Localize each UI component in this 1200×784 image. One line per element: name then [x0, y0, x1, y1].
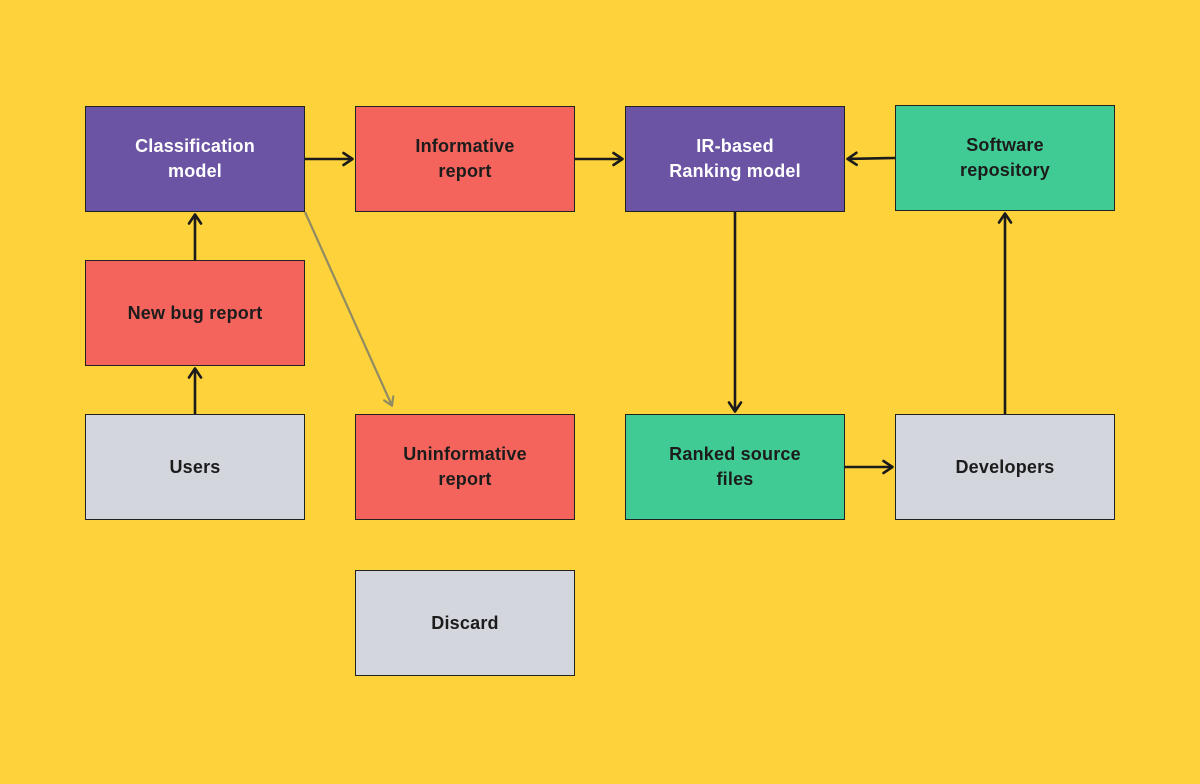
edge-classification-model-to-uninformative-report: [303, 211, 395, 407]
node-new-bug-report: New bug report: [85, 260, 305, 366]
node-label: New bug report: [127, 302, 263, 323]
node-users: Users: [85, 414, 305, 520]
node-developers: Developers: [895, 414, 1115, 520]
node-label: Users: [169, 456, 221, 477]
node-discard: Discard: [355, 570, 575, 676]
node-label: Developers: [955, 456, 1055, 477]
node-label: Discard: [431, 612, 499, 633]
edge-software-repository-to-ir-ranking-model: [846, 151, 896, 167]
